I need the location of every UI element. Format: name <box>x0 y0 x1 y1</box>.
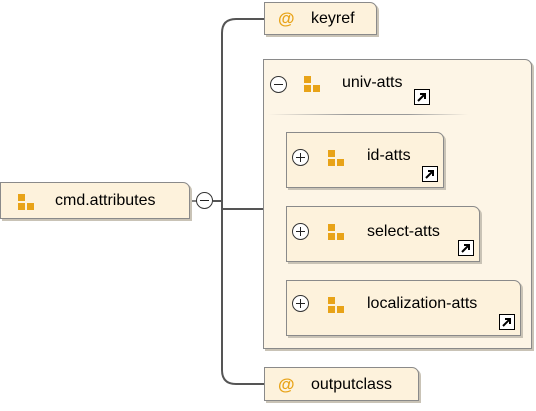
attribute-group-label-localization-atts: localization-atts <box>367 295 478 312</box>
attribute-group-node-id-atts[interactable]: id-atts <box>286 132 444 188</box>
attribute-group-label-id-atts: id-atts <box>367 147 411 164</box>
reference-arrow-icon[interactable] <box>499 314 515 330</box>
group-label-univ-atts: univ-atts <box>342 74 403 91</box>
attribute-group-icon <box>328 150 345 167</box>
attribute-group-icon <box>304 76 321 93</box>
collapse-univ-atts-toggle[interactable] <box>270 76 287 93</box>
attribute-group-icon <box>18 194 35 211</box>
attribute-at-icon: @ <box>278 9 295 28</box>
attribute-group-node-select-atts[interactable]: select-atts <box>286 206 480 262</box>
attribute-node-keyref[interactable]: @ keyref <box>264 2 377 35</box>
attribute-at-icon: @ <box>278 375 295 394</box>
reference-arrow-icon[interactable] <box>414 89 430 105</box>
attribute-group-node-localization-atts[interactable]: localization-atts <box>286 280 521 336</box>
attribute-node-outputclass[interactable]: @ outputclass <box>264 367 419 401</box>
root-node-label: cmd.attributes <box>55 192 156 209</box>
attribute-group-label-select-atts: select-atts <box>367 223 440 240</box>
expand-localization-atts-toggle[interactable] <box>292 295 309 312</box>
expand-id-atts-toggle[interactable] <box>292 149 309 166</box>
attribute-label-keyref: keyref <box>311 10 355 27</box>
reference-arrow-icon[interactable] <box>422 166 438 182</box>
root-node-cmd-attributes[interactable]: cmd.attributes <box>0 182 190 219</box>
attribute-group-icon <box>328 224 345 241</box>
expand-select-atts-toggle[interactable] <box>292 223 309 240</box>
group-divider <box>268 114 468 115</box>
reference-arrow-icon[interactable] <box>458 240 474 256</box>
collapse-root-toggle[interactable] <box>196 192 213 209</box>
attribute-group-icon <box>328 297 345 314</box>
attribute-label-outputclass: outputclass <box>311 376 392 393</box>
